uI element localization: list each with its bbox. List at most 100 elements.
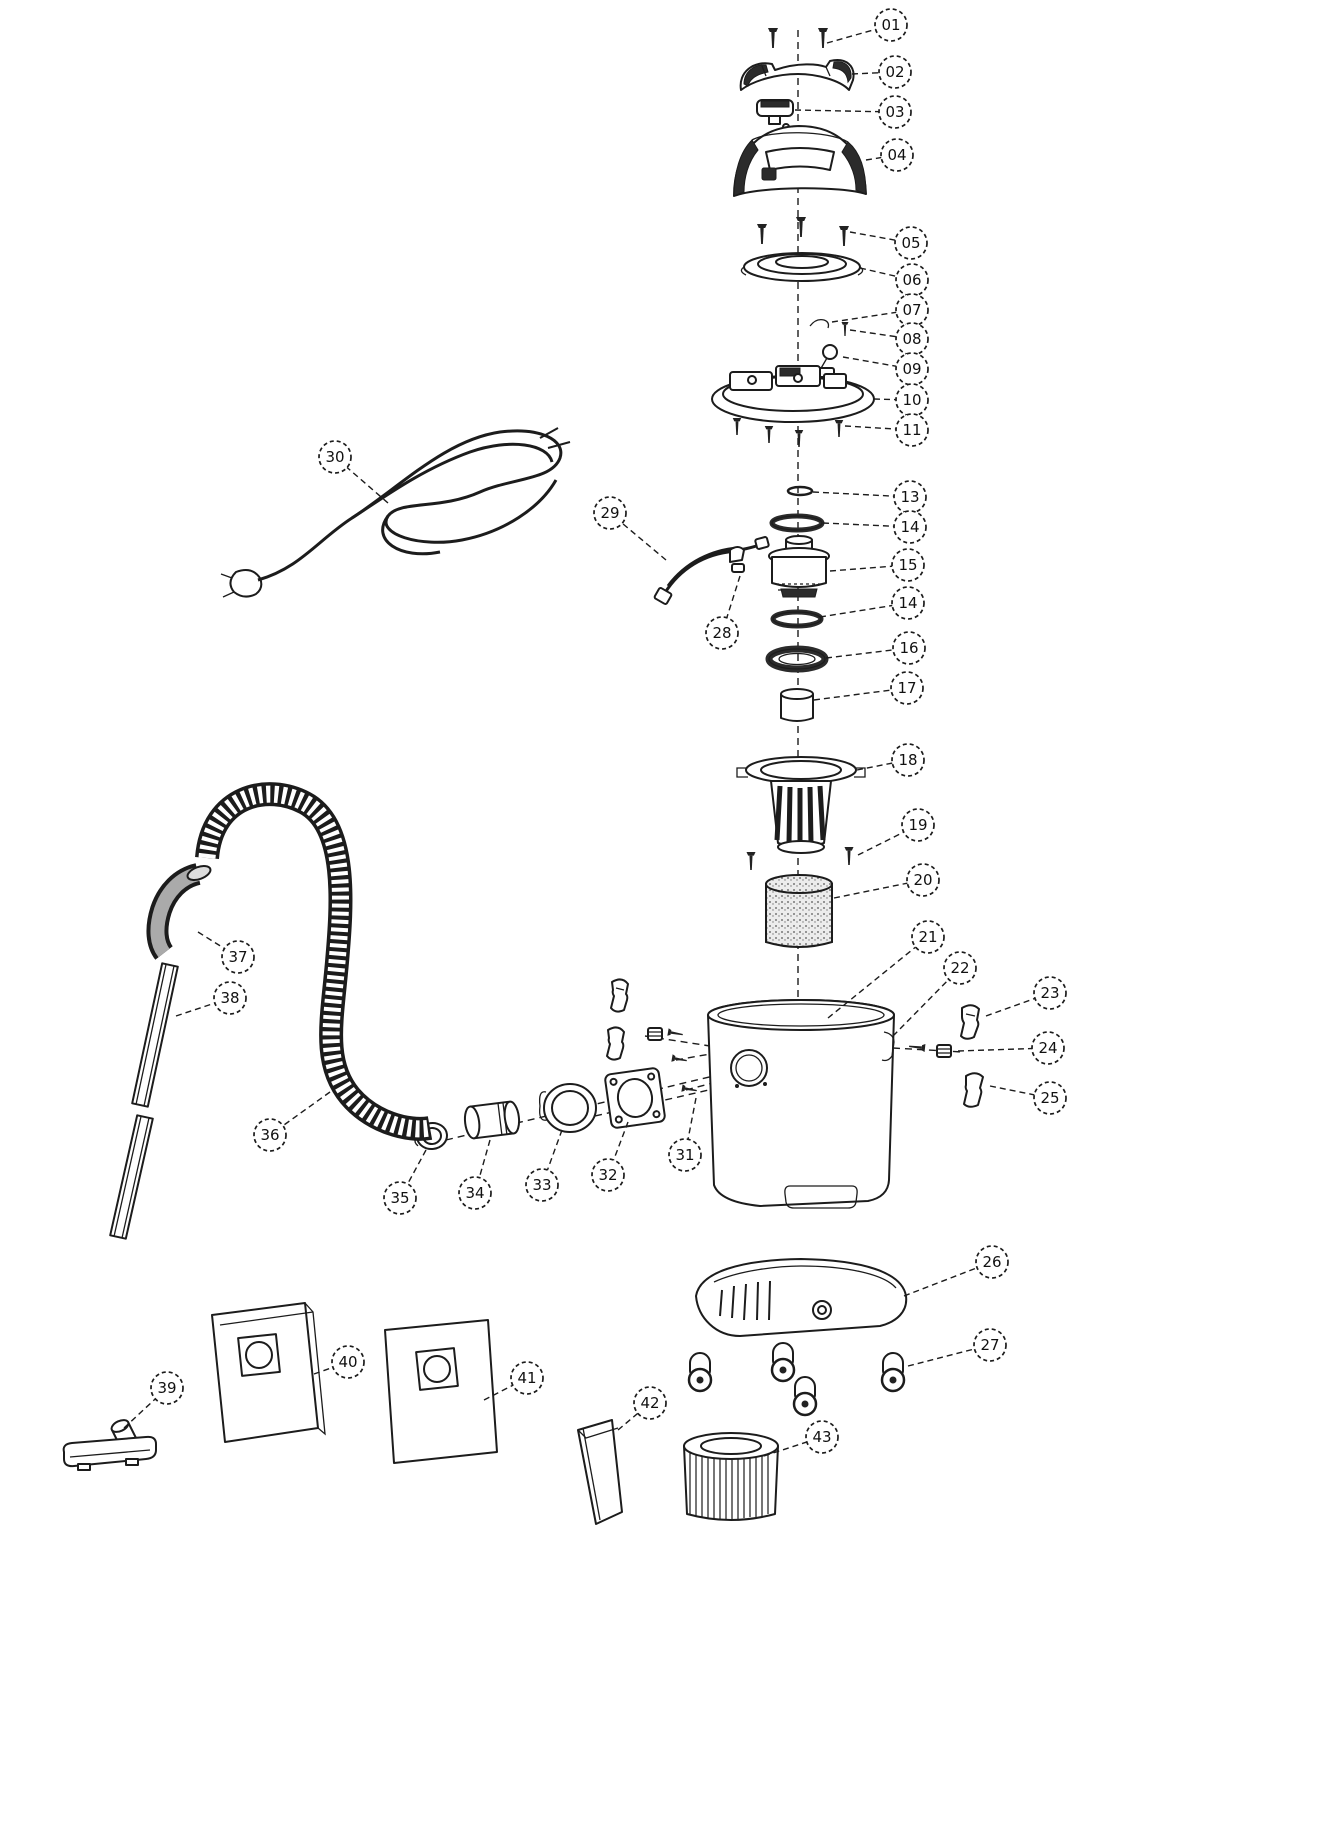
- callout-19: 19: [857, 808, 935, 856]
- part-right-latch-hardware: [908, 1004, 984, 1108]
- callout-26: 26: [903, 1245, 1009, 1297]
- svg-text:13: 13: [900, 488, 919, 506]
- callout-04: 04: [865, 138, 914, 172]
- callout-21: 21: [827, 920, 945, 1019]
- svg-text:18: 18: [898, 751, 917, 769]
- callout-38: 38: [175, 981, 247, 1017]
- callout-29: 29: [593, 496, 667, 561]
- svg-text:08: 08: [902, 330, 921, 348]
- part-base: [695, 1258, 908, 1337]
- svg-text:04: 04: [887, 146, 906, 164]
- svg-text:11: 11: [902, 421, 921, 439]
- part-motor: [768, 535, 830, 598]
- part-foam-filter: [765, 874, 833, 948]
- callout-14: 14: [822, 510, 927, 544]
- part-switch-knob: [756, 99, 794, 131]
- callout-07: 07: [831, 293, 929, 327]
- part-inlet-elbow: [538, 1083, 597, 1133]
- callout-37: 37: [197, 931, 255, 974]
- callout-16: 16: [825, 631, 926, 665]
- part-left-latch-hardware: [606, 978, 684, 1061]
- svg-text:31: 31: [675, 1146, 694, 1164]
- callout-25: 25: [989, 1081, 1067, 1115]
- svg-text:33: 33: [532, 1176, 551, 1194]
- callout-17: 17: [813, 671, 924, 705]
- part-power-cord: [220, 427, 571, 598]
- callout-layer: 0102030405060708091011131415141617181920…: [123, 8, 1067, 1457]
- svg-text:24: 24: [1038, 1039, 1057, 1057]
- callout-40: 40: [313, 1345, 365, 1379]
- part-cord-clamp: [729, 546, 745, 573]
- part-hose: [195, 782, 433, 1141]
- svg-text:14: 14: [900, 518, 919, 536]
- callout-34: 34: [458, 1139, 492, 1210]
- svg-text:17: 17: [897, 679, 916, 697]
- svg-text:30: 30: [325, 448, 344, 466]
- svg-text:28: 28: [712, 624, 731, 642]
- callout-23: 23: [985, 976, 1067, 1017]
- svg-text:06: 06: [902, 271, 921, 289]
- part-filter-cage: [736, 756, 866, 854]
- svg-text:38: 38: [220, 989, 239, 1007]
- callout-08: 08: [849, 322, 929, 356]
- part-bent-end: [146, 863, 212, 960]
- part-small-screw: [841, 322, 849, 336]
- callout-30: 30: [318, 440, 389, 504]
- callout-05: 05: [849, 226, 928, 260]
- callout-13: 13: [812, 480, 927, 514]
- svg-text:21: 21: [918, 928, 937, 946]
- callout-32: 32: [591, 1121, 629, 1192]
- svg-text:07: 07: [902, 301, 921, 319]
- svg-text:25: 25: [1040, 1089, 1059, 1107]
- svg-text:32: 32: [598, 1166, 617, 1184]
- svg-text:26: 26: [982, 1253, 1001, 1271]
- svg-text:16: 16: [899, 639, 918, 657]
- svg-text:39: 39: [157, 1379, 176, 1397]
- callout-42: 42: [617, 1386, 667, 1431]
- part-cover-plate: [740, 252, 864, 282]
- svg-text:22: 22: [950, 959, 969, 977]
- part-cartridge-filter: [683, 1432, 779, 1521]
- svg-text:02: 02: [885, 63, 904, 81]
- part-cover-screws: [757, 217, 849, 246]
- svg-text:15: 15: [898, 556, 917, 574]
- callout-41: 41: [483, 1361, 544, 1401]
- svg-text:35: 35: [390, 1189, 409, 1207]
- callout-10: 10: [873, 383, 929, 417]
- svg-text:43: 43: [812, 1428, 831, 1446]
- part-inlet-flange: [604, 1067, 666, 1129]
- svg-text:03: 03: [885, 103, 904, 121]
- part-gasket-lower: [770, 609, 824, 629]
- svg-text:36: 36: [260, 1126, 279, 1144]
- svg-text:34: 34: [465, 1184, 484, 1202]
- callout-35: 35: [383, 1149, 427, 1215]
- svg-text:37: 37: [228, 948, 247, 966]
- part-floor-nozzle: [62, 1419, 157, 1471]
- part-dust-bag-folded: [211, 1302, 326, 1443]
- svg-text:19: 19: [908, 816, 927, 834]
- callout-20: 20: [833, 863, 940, 899]
- callout-28: 28: [705, 575, 741, 650]
- part-crevice-nozzle: [577, 1419, 623, 1525]
- callout-02: 02: [851, 55, 912, 89]
- callout-18: 18: [856, 743, 925, 777]
- callout-06: 06: [859, 263, 929, 297]
- assembly-axis-lines: [445, 30, 963, 1141]
- part-gasket-upper: [769, 513, 825, 533]
- part-carry-handle: [739, 59, 855, 91]
- svg-text:20: 20: [913, 871, 932, 889]
- svg-text:29: 29: [600, 504, 619, 522]
- svg-text:41: 41: [517, 1369, 536, 1387]
- part-o-ring: [786, 485, 814, 497]
- part-wire-bracket: [809, 318, 830, 329]
- callout-39: 39: [123, 1371, 184, 1429]
- callout-24: 24: [957, 1031, 1065, 1065]
- part-spacer-cylinder: [780, 688, 814, 722]
- callout-22: 22: [892, 951, 977, 1037]
- svg-text:09: 09: [902, 360, 921, 378]
- callout-36: 36: [253, 1091, 331, 1152]
- part-casters: [687, 1341, 906, 1417]
- svg-text:23: 23: [1040, 984, 1059, 1002]
